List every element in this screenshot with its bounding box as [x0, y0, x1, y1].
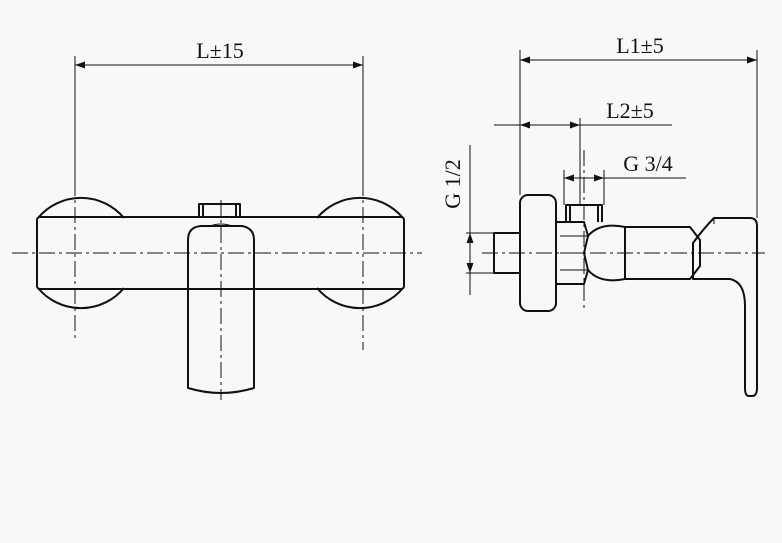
right-flange	[316, 196, 404, 310]
l1-dimension-label: L1±5	[616, 33, 664, 58]
lever-hub	[209, 223, 233, 227]
g12-dimension-label: G 1/2	[440, 159, 465, 209]
side-view: L1±5 L2±5 G 3/4 G 1/2	[440, 33, 765, 397]
g34-dimension-label: G 3/4	[623, 151, 673, 176]
side-body	[625, 226, 701, 280]
left-flange	[37, 196, 125, 310]
front-view: L±15	[12, 38, 422, 400]
l-dimension-label: L±15	[196, 38, 244, 63]
hex-nut	[555, 221, 589, 285]
side-lever	[692, 217, 758, 397]
l2-dimension-label: L2±5	[606, 98, 654, 123]
cartridge-nut	[198, 203, 241, 217]
lever-handle	[187, 225, 255, 394]
